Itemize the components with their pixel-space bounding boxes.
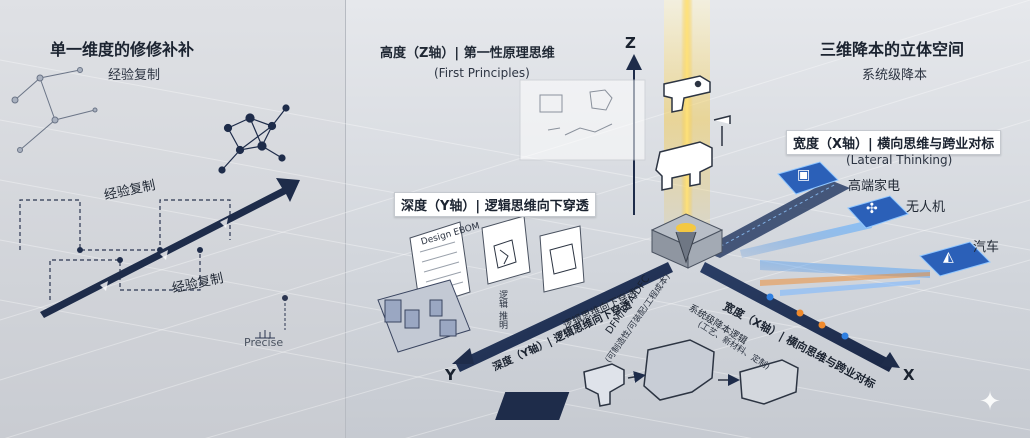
left-subtitle: 经验复制 [108, 68, 161, 83]
dfm-parts [583, 339, 799, 407]
x-axis-band [700, 262, 895, 372]
dfm-base-plate [495, 392, 570, 420]
industry-track [700, 180, 850, 258]
y-axis-band [455, 262, 673, 372]
doc-vertical-text: 逻辑 推明 [497, 290, 507, 329]
bracket-part-mid [655, 115, 731, 191]
left-title: 单一维度的修修补补 [50, 40, 195, 59]
left-panel [0, 0, 346, 438]
experience-steps [19, 199, 231, 300]
bracket-part-top [663, 75, 711, 113]
z-axis-title: 高度（Z轴）| 第一性原理思维 [380, 46, 555, 61]
right-title: 三维降本的立体空间 [820, 40, 965, 59]
left-network [11, 67, 98, 153]
industry-cards [777, 161, 991, 277]
central-cube [650, 213, 724, 269]
x-axis-subtitle: (Lateral Thinking) [846, 153, 953, 167]
z-sketches [519, 79, 646, 161]
industry-label-drone: 无人机 [906, 200, 946, 215]
y-axis-title: 深度（Y轴）| 逻辑思维向下穿透 [394, 192, 596, 217]
x-axis-letter: X [903, 366, 915, 384]
right-subtitle: 系统级降本 [862, 68, 928, 83]
x-axis-dots [766, 293, 849, 340]
y-axis-letter: Y [445, 366, 456, 384]
z-axis-subtitle: (First Principles) [434, 66, 530, 80]
light-rays [740, 220, 930, 296]
industry-label-car: 汽车 [973, 240, 1000, 255]
z-axis-letter: Z [625, 34, 636, 52]
x-axis-title: 宽度（X轴）| 横向思维与跨业对标 [786, 130, 1002, 155]
factory-equipment [377, 279, 471, 353]
precise-ruler [255, 295, 288, 339]
right-network [218, 104, 290, 174]
precise-label: Precise [244, 336, 284, 349]
car-icon: ◭ [943, 249, 954, 265]
drone-icon: ✣ [866, 201, 878, 217]
industry-label-appliance: 高端家电 [848, 179, 901, 194]
light-beam-core [681, 0, 693, 240]
washing-machine-icon: ▣ [797, 167, 811, 183]
sparkle-icon: ✦ [979, 387, 1001, 417]
